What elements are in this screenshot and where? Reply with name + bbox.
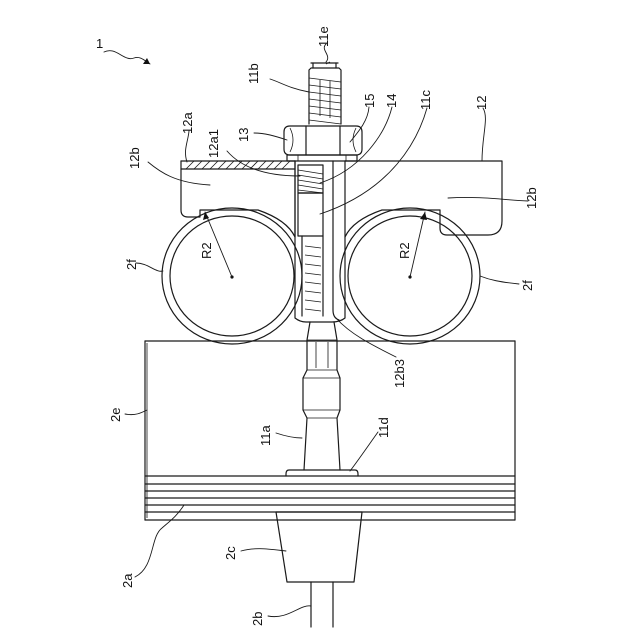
label-11c: 11c [418,90,433,110]
label-R2-right: R2 [397,242,412,259]
label-11e: 11e [316,26,331,47]
clamp-plate [181,161,502,237]
label-11b: 11b [246,63,261,84]
hex-nut [284,126,362,155]
central-sleeve [295,161,345,322]
label-13: 13 [236,128,251,142]
label-12b3: 12b3 [392,359,407,388]
label-12a: 12a [180,112,195,134]
label-2e: 2e [108,408,123,422]
label-14: 14 [384,94,399,108]
label-2c: 2c [223,546,238,560]
cable-2b [311,582,333,627]
leader-lines [104,44,528,617]
label-R2-left: R2 [199,242,214,259]
reference-labels: 1 11e 11b 12 12a 12a1 13 15 14 11c 12b 1… [96,26,539,626]
base-plate [145,341,515,520]
left-tube [162,208,302,344]
label-2f-left: 2f [124,259,139,270]
threaded-shaft [309,68,341,124]
connector-2c [276,512,362,582]
washer [287,155,357,161]
label-12: 12 [474,96,489,110]
label-15: 15 [362,94,377,108]
label-11a: 11a [258,425,273,446]
label-12a1: 12a1 [206,129,221,158]
label-2b: 2b [250,612,265,626]
label-1: 1 [96,36,103,51]
label-11d: 11d [376,417,391,438]
label-2a: 2a [120,573,135,588]
label-2f-right: 2f [520,280,535,291]
bolt-top-end [311,62,338,68]
label-12b-right: 12b [524,187,539,209]
hatched-strip [186,161,290,169]
hook-shank [286,322,358,476]
right-tube [340,208,480,344]
label-12b-left: 12b [127,147,142,169]
